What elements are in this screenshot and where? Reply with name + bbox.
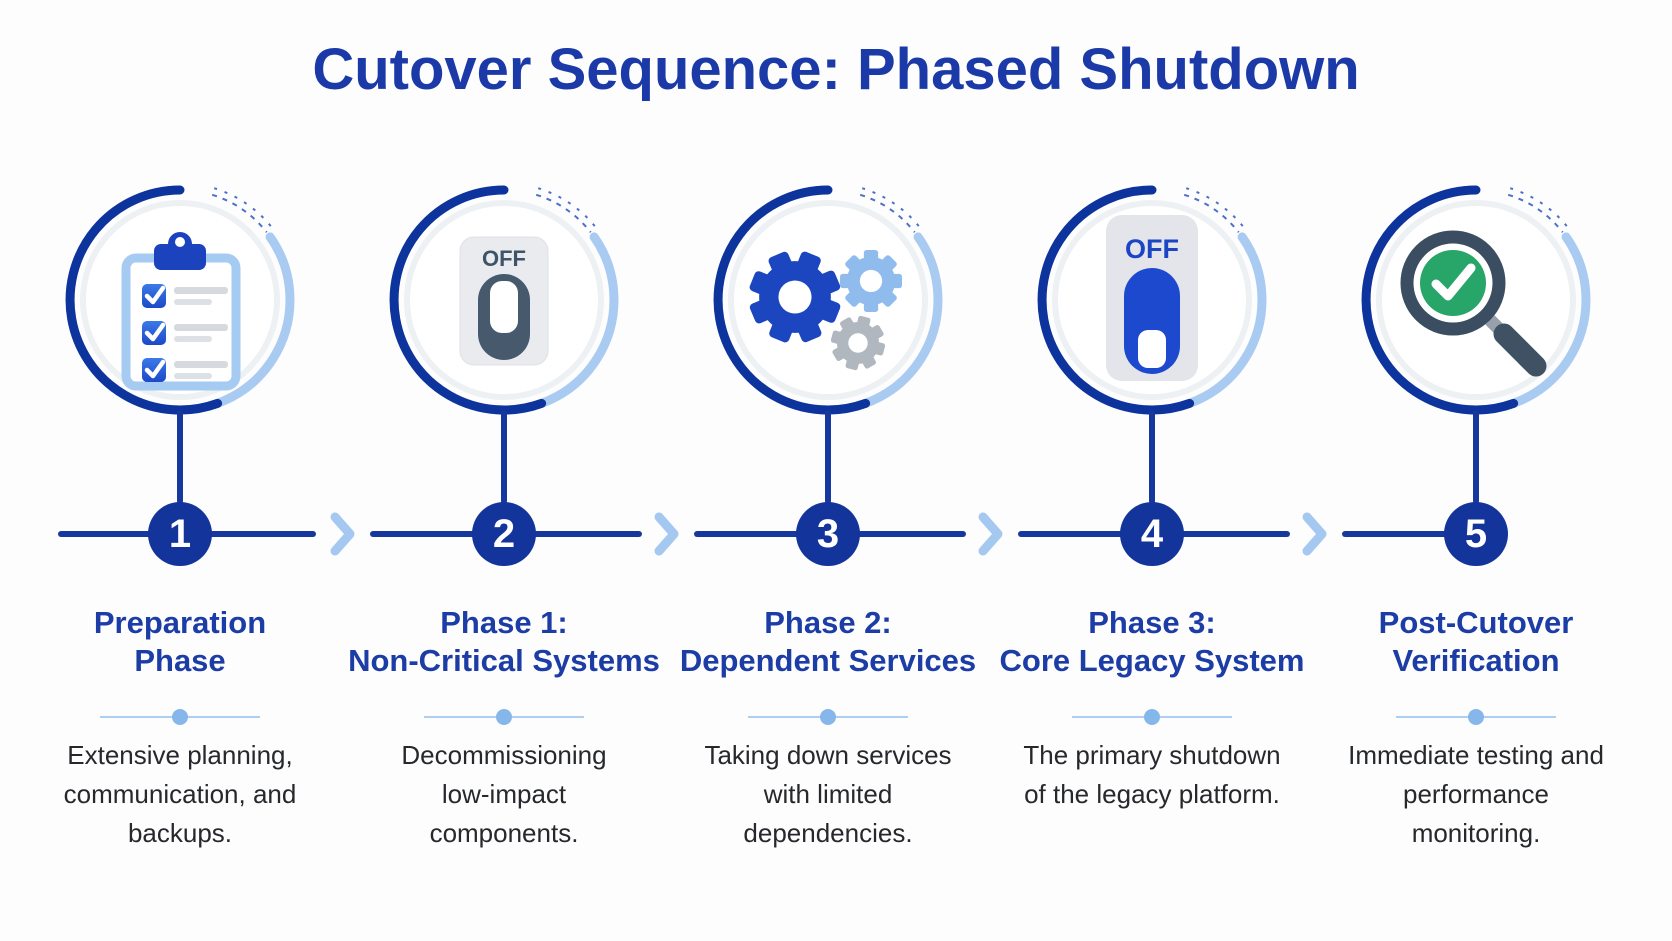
phase-column-4: OFF 4 Phase 3: Core Legacy System The pr… xyxy=(990,180,1314,920)
gear-shape xyxy=(830,315,886,371)
chevron-right-icon xyxy=(978,512,1003,556)
phase-description: Immediate testing and performance monito… xyxy=(1348,740,1604,848)
divider xyxy=(1314,709,1638,725)
off-label: OFF xyxy=(482,246,526,271)
phase-title: Phase 3: Core Legacy System xyxy=(999,605,1305,678)
chevron-right-icon xyxy=(330,512,355,556)
phase-description: Decommissioning low-impact components. xyxy=(401,740,607,848)
clipboard-shape xyxy=(121,232,241,391)
divider xyxy=(666,709,990,725)
gear-shape xyxy=(749,251,841,343)
phase-description: Taking down services with limited depend… xyxy=(704,740,952,848)
toggle-switch-off-icon: OFF xyxy=(389,185,619,415)
phase-description: The primary shutdown of the legacy platf… xyxy=(1023,740,1281,809)
phase-number-badge: 3 xyxy=(796,502,860,566)
gear-shape xyxy=(840,250,902,312)
checklist-row xyxy=(142,358,228,382)
phase-title: Phase 1: Non-Critical Systems xyxy=(348,605,660,678)
off-label: OFF xyxy=(1125,234,1179,264)
magnifier-shape xyxy=(1400,230,1547,377)
divider xyxy=(18,709,342,725)
connector-line xyxy=(1473,410,1479,504)
magnifier-check-icon xyxy=(1361,185,1591,415)
phase-number-badge: 2 xyxy=(472,502,536,566)
gears-icon xyxy=(713,185,943,415)
phase-title: Preparation Phase xyxy=(93,605,267,678)
page-title: Cutover Sequence: Phased Shutdown xyxy=(312,37,1360,102)
chevron-right-icon xyxy=(1302,512,1327,556)
toggle-switch-shape: OFF xyxy=(459,236,549,366)
connector-line xyxy=(177,410,183,504)
timeline-line-segment xyxy=(1342,531,1478,537)
connector-line xyxy=(501,410,507,504)
chevron-right-icon xyxy=(654,512,679,556)
phase-title: Phase 2: Dependent Services xyxy=(679,605,977,678)
connector-line xyxy=(825,410,831,504)
phase-title: Post-Cutover Verification xyxy=(1378,605,1574,678)
divider xyxy=(990,709,1314,725)
phase-number-badge: 1 xyxy=(148,502,212,566)
phase-column-1: 1 Preparation Phase Extensive planning, … xyxy=(18,180,342,920)
divider xyxy=(342,709,666,725)
gears-shape xyxy=(749,250,902,371)
power-switch-off-icon: OFF xyxy=(1037,185,1267,415)
phase-description: Extensive planning, communication, and b… xyxy=(63,740,297,848)
connector-line xyxy=(1149,410,1155,504)
phase-number-badge: 4 xyxy=(1120,502,1184,566)
phase-number-badge: 5 xyxy=(1444,502,1508,566)
checklist-row xyxy=(142,321,228,345)
power-switch-shape: OFF xyxy=(1106,215,1198,381)
phase-column-5: 5 Post-Cutover Verification Immediate te… xyxy=(1314,180,1638,920)
clipboard-checklist-icon xyxy=(65,185,295,415)
checklist-row xyxy=(142,284,228,308)
phase-column-3: 3 Phase 2: Dependent Services Taking dow… xyxy=(666,180,990,920)
phase-column-2: OFF 2 Phase 1: Non-Critical Systems Deco… xyxy=(342,180,666,920)
